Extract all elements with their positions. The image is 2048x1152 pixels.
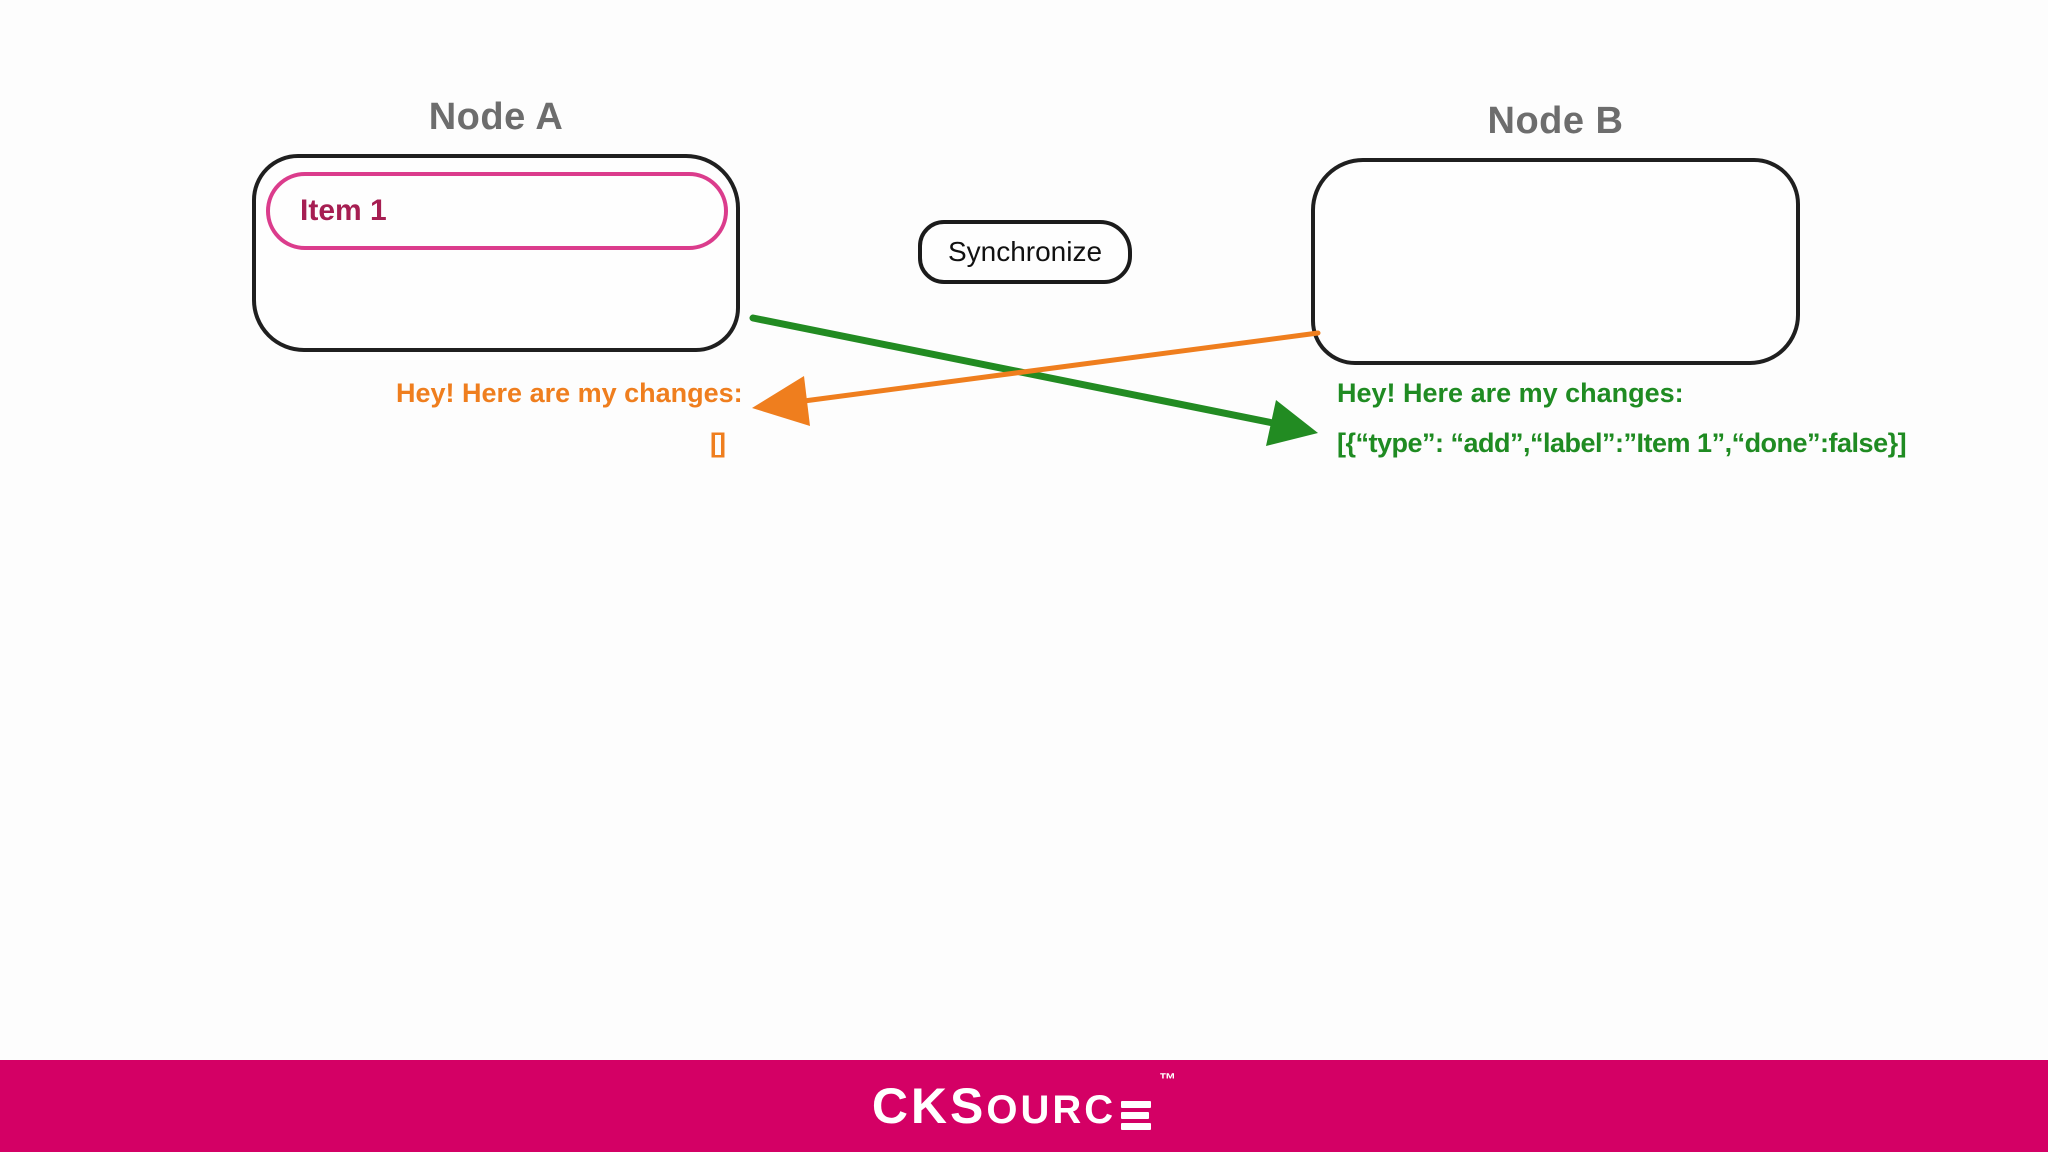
node-a-item-label: Item 1 xyxy=(300,194,387,227)
message-from-node-b-intro: Hey! Here are my changes: xyxy=(396,378,743,408)
logo-letter-e-bars-icon xyxy=(1121,1101,1152,1130)
arrow-a-to-b-icon xyxy=(749,314,1318,446)
logo-text-primary: CKS xyxy=(871,1078,987,1134)
message-from-node-a-payload: [{“type”: “add”,“label”:”Item 1”,“done”:… xyxy=(1337,428,1907,458)
logo-trademark: ™ xyxy=(1159,1070,1177,1089)
node-b-title: Node B xyxy=(1487,100,1624,142)
message-from-node-a: Hey! Here are my changes: [{“type”: “add… xyxy=(1337,378,1937,459)
node-a-title: Node A xyxy=(428,96,564,138)
node-a-box: Item 1 xyxy=(252,154,740,352)
logo-text-secondary: OURC xyxy=(986,1088,1117,1132)
footer-brand-bar: CKS OURC ™ xyxy=(0,1060,2048,1152)
message-from-node-b-payload: [] xyxy=(710,428,726,458)
synchronize-button[interactable]: Synchronize xyxy=(918,220,1132,284)
cksource-logo: CKS OURC ™ xyxy=(871,1070,1176,1134)
message-from-node-a-intro: Hey! Here are my changes: xyxy=(1337,378,1684,408)
node-b-box xyxy=(1311,158,1800,365)
arrow-b-to-a-icon xyxy=(752,330,1321,426)
message-from-node-b: Hey! Here are my changes: [] xyxy=(396,378,743,459)
node-a-item-pill: Item 1 xyxy=(266,172,728,250)
